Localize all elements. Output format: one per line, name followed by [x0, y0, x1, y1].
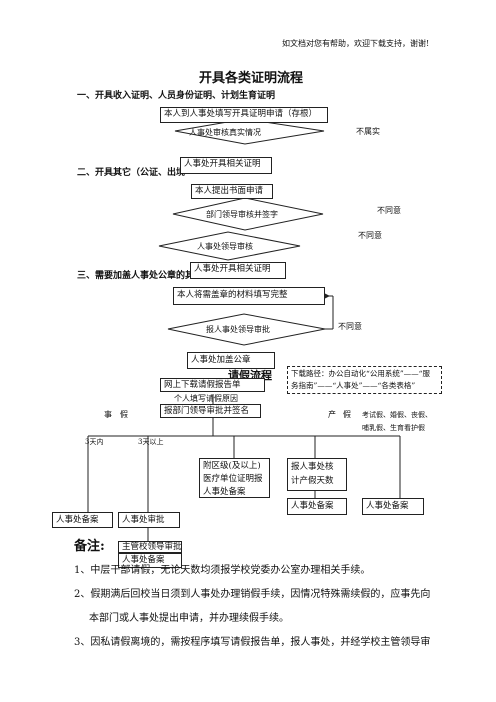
section1-apply-box: 本人到人事处填写开具证明申请（存根）	[160, 107, 328, 123]
section2-issue-box: 人事处开具相关证明	[190, 262, 286, 279]
casual-leave-label: 事假	[104, 410, 136, 419]
section2-reject1-label: 不同意	[377, 206, 401, 215]
over-3-days-label: 3天以上	[138, 438, 164, 446]
leader-approve-box: 主管校领导审批	[118, 541, 182, 553]
maternity-check-line1: 报人事处核	[291, 462, 334, 472]
hospital-cert-box: 附区级(及以上) 医疗单位证明报 人事处备案	[199, 458, 270, 498]
section3-fill-box: 本人将需盖章的材料填写完整	[173, 287, 325, 305]
section1-diamond-label: 人事处审核真实情况	[189, 128, 261, 137]
download-path-note: 下载路径：办公自动化“公用系统”——“服 务指南”——“人事处”——“各类表格”	[287, 366, 442, 394]
hr-review-diamond	[158, 231, 301, 261]
section2-diamond1-label: 部门领导审核并签字	[206, 210, 278, 219]
remark-item-2a: 2、假期满后回校当日须到人事处办理销假手续，因情况特殊需续假的，应事先向	[74, 589, 431, 600]
other-leaves-label: 考试假、婚假、丧假、 哺乳假、生育看护假	[362, 409, 432, 435]
fill-reason-label: 个人填写请假原因	[174, 394, 238, 403]
remarks-heading: 备注:	[74, 539, 105, 554]
section3-reject-label: 不同意	[338, 322, 362, 331]
other-leaves-line1: 考试假、婚假、丧假、	[362, 411, 432, 419]
dept-sign-box: 报部门领导审批并签名	[160, 404, 261, 418]
dept-review-diamond	[172, 197, 324, 231]
section2-diamond2-label: 人事处领导审核	[197, 242, 253, 251]
remark-item-2b: 本部门或人事处提出申请，并办理续假手续。	[89, 613, 289, 624]
section3-diamond-label: 报人事处领导审批	[206, 325, 270, 334]
record-box-other-leave: 人事处备案	[362, 498, 424, 515]
remark-item-3: 3、因私请假离境的，需按程序填写请假报告单，报人事处，并经学校主管领导审	[74, 637, 431, 648]
hospital-cert-line3: 人事处备案	[203, 487, 246, 497]
hospital-cert-line2: 医疗单位证明报	[203, 474, 263, 484]
within-3-days-label: 3天内	[85, 438, 104, 446]
section3-stamp-box: 人事处加盖公章	[187, 352, 275, 369]
section1-reject-label: 不属实	[356, 127, 380, 136]
maternity-leave-label: 产假	[328, 410, 358, 419]
download-path-line2: 务指南”——“人事处”——“各类表格”	[291, 381, 416, 390]
record-box-short-leave: 人事处备案	[52, 512, 113, 528]
page-title: 开具各类证明流程	[199, 71, 304, 86]
record-box-maternity: 人事处备案	[287, 498, 347, 515]
online-form-box: 网上下载请假报告单	[160, 378, 265, 392]
hospital-cert-line1: 附区级(及以上)	[203, 461, 261, 471]
other-leaves-line2: 哺乳假、生育看护假	[362, 424, 425, 432]
section3-heading: 三、需要加盖人事处公章的其	[77, 271, 195, 281]
hr-approve-box: 人事处审批	[118, 512, 180, 528]
section2-apply-box: 本人提出书面申请	[191, 184, 273, 199]
maternity-check-line2: 计产假天数	[291, 476, 334, 486]
header-note: 如文档对您有帮助，欢迎下载支持，谢谢!	[282, 39, 430, 48]
download-path-line1: 下载路径：办公自动化“公用系统”——“服	[291, 369, 431, 378]
record-box-final: 人事处备案	[118, 553, 182, 568]
section2-reject2-label: 不同意	[358, 231, 382, 240]
maternity-check-box: 报人事处核 计产假天数	[287, 458, 347, 491]
section1-heading: 一、开具收入证明、人员身份证明、计划生育证明	[77, 91, 276, 101]
section1-issue-box: 人事处开具相关证明	[180, 157, 272, 174]
section2-heading: 二、开具其它（公证、出境	[77, 168, 186, 178]
remark-item-1: 1、中层干部请假，无论天数均须报学校党委办公室办理相关手续。	[74, 565, 371, 576]
review-diamond	[174, 118, 325, 145]
